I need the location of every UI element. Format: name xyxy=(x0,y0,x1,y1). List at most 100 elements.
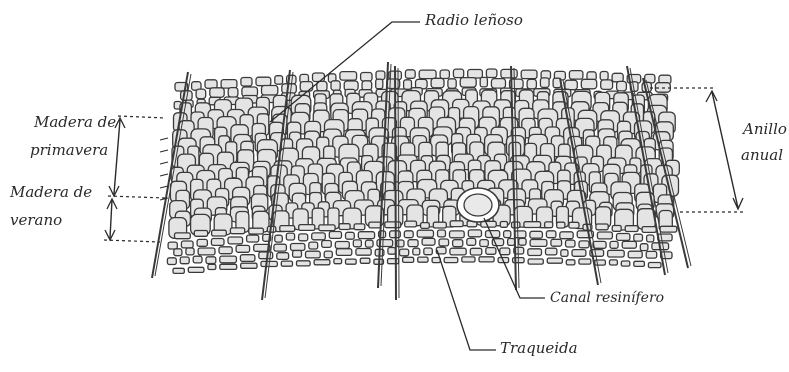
tracheid-cell xyxy=(634,234,643,241)
tracheid-cell xyxy=(625,226,638,232)
tracheid-cell xyxy=(281,261,292,266)
tracheid-cell xyxy=(622,241,636,248)
tracheid-cell xyxy=(262,86,278,96)
tracheid-cell xyxy=(346,259,357,264)
tracheid-cell xyxy=(346,232,355,239)
tracheid-cell xyxy=(168,242,177,249)
tracheid-cell xyxy=(561,250,568,257)
tracheid-cell xyxy=(361,73,372,82)
wood-ray xyxy=(395,66,396,300)
tracheid-cell xyxy=(596,224,608,230)
tracheid-cell xyxy=(579,241,589,248)
tracheid-cell xyxy=(210,88,224,98)
tracheid-cell xyxy=(572,250,586,257)
tracheid-cell xyxy=(646,251,657,258)
dashed-guide-mid-left xyxy=(108,196,165,198)
tracheid-cell xyxy=(275,76,283,85)
tracheid-cell xyxy=(569,71,583,80)
tracheid-cell xyxy=(356,249,371,256)
label-madera-verano-line1: Madera de xyxy=(10,184,92,200)
tracheid-cell xyxy=(358,232,374,239)
tracheid-cell xyxy=(369,222,381,228)
tracheid-cell xyxy=(491,79,505,89)
tracheid-cell xyxy=(551,239,562,246)
tracheid-cell xyxy=(612,226,621,232)
tracheid-cell xyxy=(500,248,510,255)
tracheid-cell xyxy=(433,222,446,228)
tracheid-cell xyxy=(280,226,295,232)
tracheid-cell xyxy=(444,258,458,263)
tracheid-cell xyxy=(400,249,409,256)
tracheid-cell xyxy=(249,228,264,234)
tracheid-cell xyxy=(339,224,350,230)
tracheid-cell xyxy=(286,233,294,240)
tracheid-cell xyxy=(628,251,642,258)
tracheid-cell xyxy=(440,70,449,79)
tracheid-cell xyxy=(640,244,648,251)
tracheid-cell xyxy=(601,80,613,90)
tracheid-cell xyxy=(306,251,321,258)
tracheid-cell xyxy=(198,248,215,255)
tracheid-cell xyxy=(312,233,326,240)
edge-hatch xyxy=(160,138,168,140)
tracheid-cell xyxy=(600,72,608,81)
tracheid-cell xyxy=(519,238,526,245)
tracheid-cell xyxy=(610,260,618,265)
label-canal-resinifero: Canal resinífero xyxy=(550,290,664,306)
tracheid-cell xyxy=(293,251,302,258)
tracheid-cell xyxy=(468,230,481,237)
tracheid-cell xyxy=(405,221,417,227)
edge-hatch xyxy=(160,162,168,164)
tracheid-cell xyxy=(612,73,623,82)
tracheid-cell xyxy=(470,248,482,255)
tracheid-cell xyxy=(404,80,412,90)
edge-hatch xyxy=(160,150,168,152)
tracheid-cell xyxy=(617,81,627,91)
tracheid-cell xyxy=(524,222,541,228)
dashed-guide-top-left xyxy=(118,116,165,118)
arrowhead-anillo-top xyxy=(706,91,717,102)
tracheid-cell xyxy=(335,242,349,249)
tracheid-cell xyxy=(188,267,204,272)
tracheid-cell xyxy=(593,241,606,248)
arrow-anillo-anual xyxy=(712,92,738,208)
tracheid-cell xyxy=(212,230,227,236)
tracheid-cell xyxy=(581,79,596,89)
tracheid-cell xyxy=(417,230,433,237)
tracheid-cell xyxy=(450,221,463,227)
tracheid-cell xyxy=(486,248,496,255)
tracheid-cell xyxy=(460,78,476,88)
tracheid-cell xyxy=(621,261,630,266)
tracheid-cell xyxy=(566,260,575,265)
leader-traqueida xyxy=(437,250,496,350)
tracheid-cell xyxy=(309,242,318,249)
tracheid-cell xyxy=(557,222,565,228)
tracheid-cell xyxy=(314,260,330,265)
tracheid-cell xyxy=(300,82,313,92)
tracheid-cell xyxy=(608,250,625,257)
tracheid-cell xyxy=(424,248,433,255)
tracheid-cell xyxy=(322,241,332,248)
tracheid-cell xyxy=(504,231,511,238)
tracheid-cell xyxy=(501,69,517,78)
tracheid-cell xyxy=(610,241,618,248)
label-traqueida: Traqueida xyxy=(500,340,578,356)
tracheid-cell xyxy=(546,248,557,255)
tracheid-cell xyxy=(228,237,243,244)
tracheid-cell xyxy=(418,257,428,262)
tracheid-cell xyxy=(431,78,444,88)
tracheid-cell xyxy=(336,249,352,256)
tracheid-cell xyxy=(403,257,414,262)
tracheid-cell xyxy=(421,223,430,229)
tracheid-cell xyxy=(480,77,487,87)
tracheid-cell xyxy=(324,251,332,258)
tracheid-cell xyxy=(208,264,216,269)
tracheid-cells xyxy=(167,69,679,273)
tracheid-cell xyxy=(547,258,562,263)
tracheid-cell xyxy=(241,78,252,87)
tracheid-cell xyxy=(197,239,207,246)
tracheid-cell xyxy=(228,88,238,98)
tracheid-cell xyxy=(334,259,342,264)
tracheid-cell xyxy=(404,231,413,238)
